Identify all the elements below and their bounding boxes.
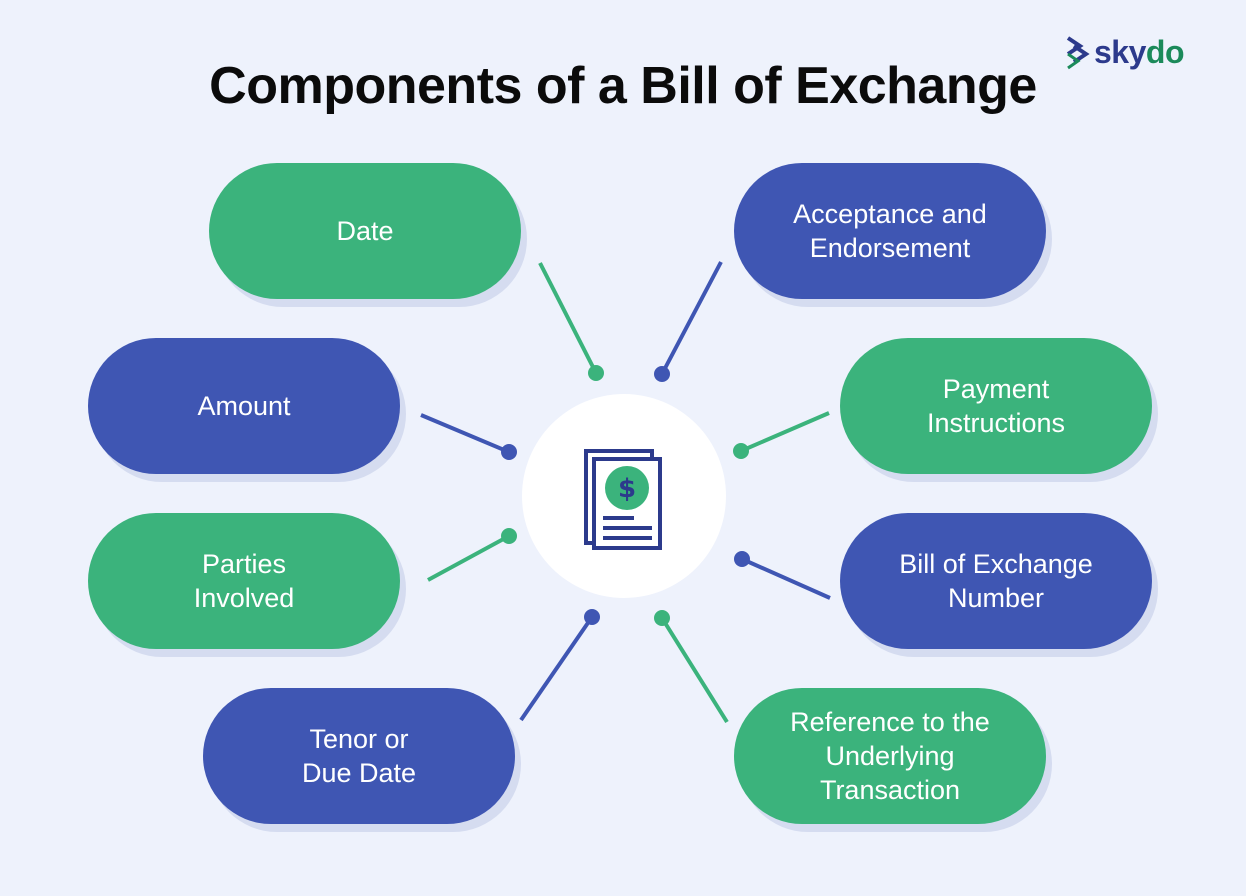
component-bill-number: Bill of Exchange Number [840,513,1152,649]
logo-text-sky: sky [1094,34,1146,70]
central-hub: $ [522,394,726,598]
component-label: Payment Instructions [926,374,1066,438]
logo-text-do: do [1145,34,1185,70]
skydo-chevrons-icon [1066,36,1090,70]
component-label: Reference to the Underlying Transaction [790,707,990,805]
component-amount: Amount [88,338,400,474]
component-parties-involved: Parties Involved [88,513,400,649]
component-tenor-due-date: Tenor or Due Date [203,688,515,824]
bill-document-dollar-icon: $ [584,449,662,550]
component-acceptance-endorsement: Acceptance and Endorsement [734,163,1046,299]
component-payment-instructions: Payment Instructions [840,338,1152,474]
component-date: Date [209,163,521,299]
skydo-logo: skydo [1064,34,1184,70]
logo-wordmark: skydo [1094,34,1184,70]
svg-text:$: $ [618,474,636,504]
component-label: Amount [197,391,291,421]
page-title: Components of a Bill of Exchange [209,57,1037,115]
component-label: Parties Involved [193,549,295,613]
component-label: Acceptance and Endorsement [793,199,987,263]
component-label: Date [336,216,394,246]
component-label: Tenor or Due Date [301,724,417,788]
component-reference-transaction: Reference to the Underlying Transaction [734,688,1046,824]
component-label: Bill of Exchange Number [899,549,1093,613]
